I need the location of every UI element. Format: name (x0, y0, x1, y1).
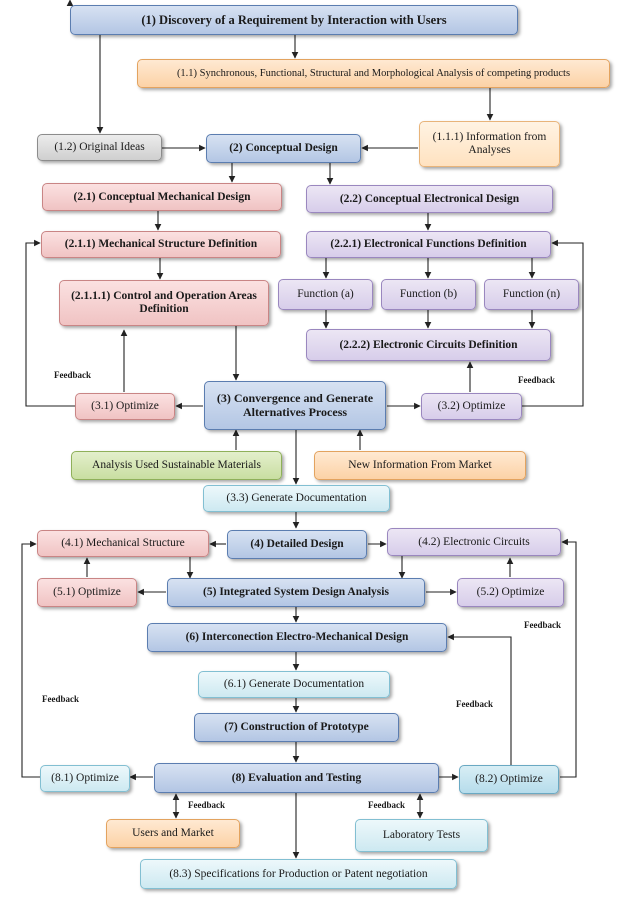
node-8-2: (8.2) Optimize (459, 765, 559, 794)
node-8: (8) Evaluation and Testing (154, 763, 439, 793)
node-2-1-1: (2.1.1) Mechanical Structure Definition (41, 231, 281, 258)
node-8-3: (8.3) Specifications for Production or P… (140, 859, 457, 889)
node-1: (1) Discovery of a Requirement by Intera… (70, 5, 518, 35)
node-4: (4) Detailed Design (227, 530, 367, 559)
node-laboratory-tests: Laboratory Tests (355, 819, 488, 852)
node-8-1: (8.1) Optimize (40, 765, 130, 792)
feedback-label-lab: Feedback (368, 800, 405, 810)
node-users-market: Users and Market (106, 819, 240, 848)
node-3-1: (3.1) Optimize (75, 393, 175, 420)
node-3: (3) Convergence and Generate Alternative… (204, 381, 386, 430)
function-b: Function (b) (381, 279, 476, 310)
node-4-2: (4.2) Electronic Circuits (387, 528, 561, 556)
node-2: (2) Conceptual Design (206, 134, 361, 163)
edge-3-1-feedback (25, 239, 75, 407)
edge-8-2-feedback (447, 633, 512, 765)
node-5-2: (5.2) Optimize (457, 578, 564, 607)
node-3-2: (3.2) Optimize (421, 393, 522, 420)
node-1-1: (1.1) Synchronous, Functional, Structura… (137, 59, 610, 88)
function-a: Function (a) (278, 279, 373, 310)
node-5-1: (5.1) Optimize (37, 578, 137, 607)
feedback-label-4-2: Feedback (524, 620, 561, 630)
feedback-label-3-1: Feedback (54, 370, 91, 380)
node-1-1-1: (1.1.1) Information from Analyses (419, 121, 560, 167)
node-2-2-1: (2.2.1) Electronical Functions Definitio… (306, 231, 551, 258)
node-sustainable-materials: Analysis Used Sustainable Materials (71, 451, 282, 480)
node-4-1: (4.1) Mechanical Structure (37, 530, 209, 557)
edge-8-2-feedback-2 (560, 538, 577, 778)
feedback-label-8-1: Feedback (42, 694, 79, 704)
node-7: (7) Construction of Prototype (194, 713, 399, 742)
node-2-1-1-1: (2.1.1.1) Control and Operation Areas De… (59, 280, 269, 326)
node-market-information: New Information From Market (314, 451, 526, 480)
feedback-label-users: Feedback (188, 800, 225, 810)
node-1-2: (1.2) Original Ideas (37, 134, 162, 161)
node-5: (5) Integrated System Design Analysis (167, 578, 425, 607)
edge-3-2-feedback (522, 239, 584, 407)
node-3-3: (3.3) Generate Documentation (203, 485, 390, 512)
edge-8-1-feedback (21, 540, 40, 778)
node-2-1: (2.1) Conceptual Mechanical Design (42, 183, 282, 211)
node-2-2: (2.2) Conceptual Electronical Design (306, 185, 553, 213)
feedback-label-8-2: Feedback (456, 699, 493, 709)
node-6-1: (6.1) Generate Documentation (198, 671, 390, 698)
function-n: Function (n) (484, 279, 579, 310)
node-2-2-2: (2.2.2) Electronic Circuits Definition (306, 329, 551, 361)
feedback-label-3-2: Feedback (518, 375, 555, 385)
node-6: (6) Interconection Electro-Mechanical De… (147, 623, 447, 652)
